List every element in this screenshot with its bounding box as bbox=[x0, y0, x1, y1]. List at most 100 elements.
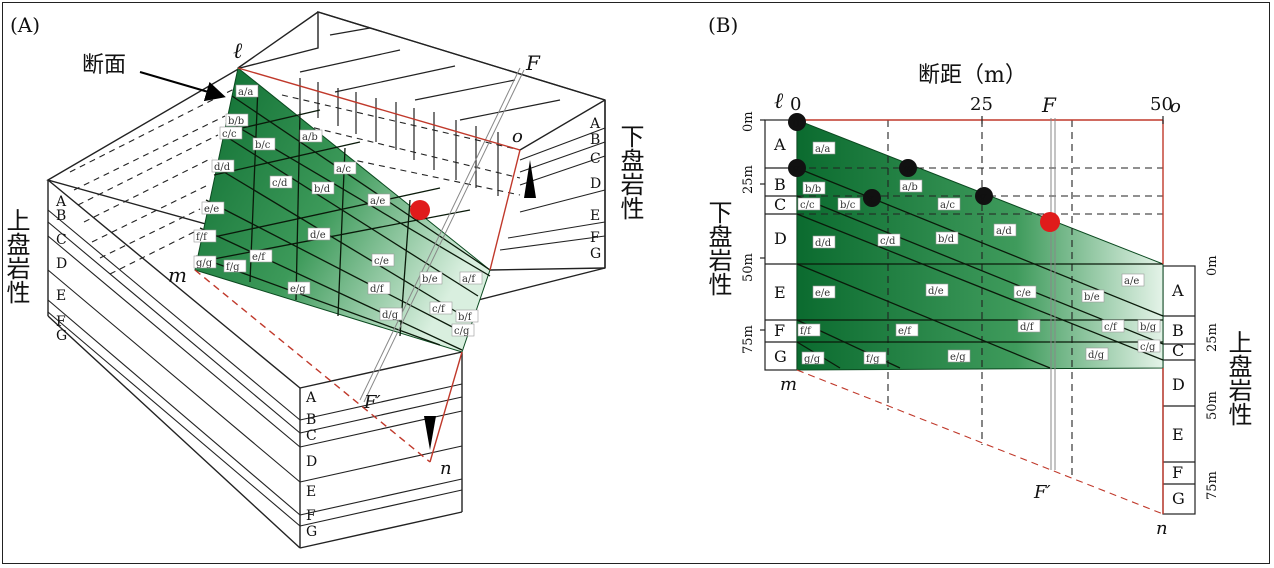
section-cell: d/d bbox=[211, 159, 235, 173]
section-cell: e/e bbox=[812, 285, 836, 299]
cell-label: a/b bbox=[902, 182, 918, 193]
corner-o-b: o bbox=[1170, 96, 1181, 117]
corner-m-b: m bbox=[780, 374, 797, 395]
cell-label: b/b bbox=[805, 184, 821, 195]
markers-b bbox=[788, 113, 1060, 232]
stratum-label: E bbox=[774, 283, 786, 302]
cell-label: b/c bbox=[840, 200, 856, 211]
depth-tick: 25m bbox=[1205, 323, 1220, 352]
block-diagram-outline bbox=[46, 11, 606, 549]
section-cell: b/b bbox=[225, 113, 249, 127]
section-cell: a/a bbox=[235, 84, 259, 98]
fault-label-top-b: F bbox=[1041, 93, 1057, 117]
cell-label: b/f bbox=[458, 312, 473, 323]
cell-label: d/g bbox=[382, 310, 399, 321]
corner-l-a: ℓ bbox=[233, 39, 243, 64]
section-cell: b/e bbox=[1081, 289, 1105, 303]
section-pointer-arrow bbox=[139, 71, 226, 102]
section-cell: f/g bbox=[863, 351, 887, 365]
stratum-label: G bbox=[56, 328, 67, 344]
section-red-frame bbox=[194, 67, 521, 463]
section-cell: c/f bbox=[1101, 319, 1125, 333]
stratum-label: D bbox=[590, 176, 601, 192]
section-cell: a/d bbox=[993, 223, 1017, 237]
footwall-label-a: 下盘岩性 bbox=[616, 124, 644, 220]
section-cell: c/g bbox=[451, 323, 475, 337]
cell-label: c/e bbox=[1016, 288, 1031, 299]
section-red-frame-b bbox=[797, 119, 1164, 514]
section-cell: e/g bbox=[947, 349, 971, 363]
cell-label: a/a bbox=[238, 87, 253, 98]
corner-n-b: n bbox=[1156, 518, 1168, 539]
cell-label: d/g bbox=[1088, 350, 1105, 361]
cell-label: b/d bbox=[314, 184, 331, 195]
marker-letter: x bbox=[867, 192, 875, 207]
section-label: 断面 bbox=[82, 53, 126, 78]
stratum-label: A bbox=[55, 194, 67, 210]
cell-label: c/f bbox=[1104, 322, 1118, 333]
tick-25-b: 25 bbox=[970, 94, 993, 115]
cell-label: f/g bbox=[866, 354, 880, 365]
stratum-label: G bbox=[1172, 489, 1185, 508]
stratum-label: G bbox=[590, 246, 601, 262]
section-cell: c/e bbox=[1013, 285, 1037, 299]
left-strata-lines bbox=[47, 209, 463, 527]
cell-label: f/g bbox=[226, 262, 240, 273]
stratum-label: D bbox=[306, 454, 317, 470]
cell-label: b/c bbox=[255, 140, 271, 151]
fault-line-f-b bbox=[1050, 118, 1056, 470]
stratum-label: A bbox=[589, 116, 601, 132]
section-cell: f/f bbox=[193, 229, 217, 243]
cell-label: d/f bbox=[1020, 322, 1035, 333]
cell-label: f/f bbox=[196, 232, 208, 243]
hanging-wall-label-b: 上盘岩性 bbox=[1224, 330, 1252, 426]
tick-0-b: 0 bbox=[790, 94, 801, 115]
section-cell: a/b bbox=[299, 129, 323, 143]
hanging-wall-label-a: 上盘岩性 bbox=[2, 208, 30, 304]
panel-a: a/ab/bc/cd/de/ef/fg/gb/ca/bc/db/da/ca/ed… bbox=[2, 11, 644, 549]
right-block-strata-lines bbox=[499, 127, 606, 251]
section-cell: d/g bbox=[1085, 347, 1109, 361]
depth-tick: 50m bbox=[1205, 391, 1220, 420]
cell-label: e/e bbox=[204, 204, 219, 215]
cell-label: e/f bbox=[898, 326, 912, 337]
section-cell: c/d bbox=[269, 175, 293, 189]
cell-label: b/b bbox=[228, 116, 244, 127]
cell-label: a/e bbox=[370, 196, 385, 207]
cell-label: a/f bbox=[462, 274, 476, 285]
marker-red-a bbox=[410, 200, 430, 220]
section-cell: d/d bbox=[812, 235, 836, 249]
cell-label: e/g bbox=[290, 284, 306, 295]
depth-tick: 25m bbox=[741, 165, 756, 194]
cell-label: c/e bbox=[374, 256, 389, 267]
section-cell: a/e bbox=[1121, 273, 1145, 287]
stratum-label: C bbox=[56, 232, 67, 248]
cell-label: f/f bbox=[800, 326, 812, 337]
section-cell: b/d bbox=[935, 231, 959, 245]
depth-tick: 0m bbox=[741, 111, 756, 132]
cell-label: b/e bbox=[1084, 292, 1100, 303]
section-cell: c/g bbox=[1137, 339, 1161, 353]
section-cell: a/e bbox=[367, 193, 391, 207]
stratum-label: C bbox=[306, 428, 317, 444]
cell-label: a/e bbox=[1124, 276, 1139, 287]
stratum-label: C bbox=[774, 195, 786, 214]
stratum-label: E bbox=[590, 208, 600, 224]
stratum-label: B bbox=[774, 175, 786, 194]
section-cell: f/f bbox=[797, 323, 821, 337]
stratum-label: G bbox=[306, 524, 317, 540]
panel-tag-a: (A) bbox=[10, 13, 40, 37]
axis-title-b: 断距（m） bbox=[918, 63, 1027, 88]
cell-label: b/d bbox=[938, 234, 955, 245]
section-cell: a/b bbox=[899, 179, 923, 193]
stratum-label: E bbox=[56, 288, 66, 304]
corner-l-b: ℓ bbox=[774, 89, 784, 114]
